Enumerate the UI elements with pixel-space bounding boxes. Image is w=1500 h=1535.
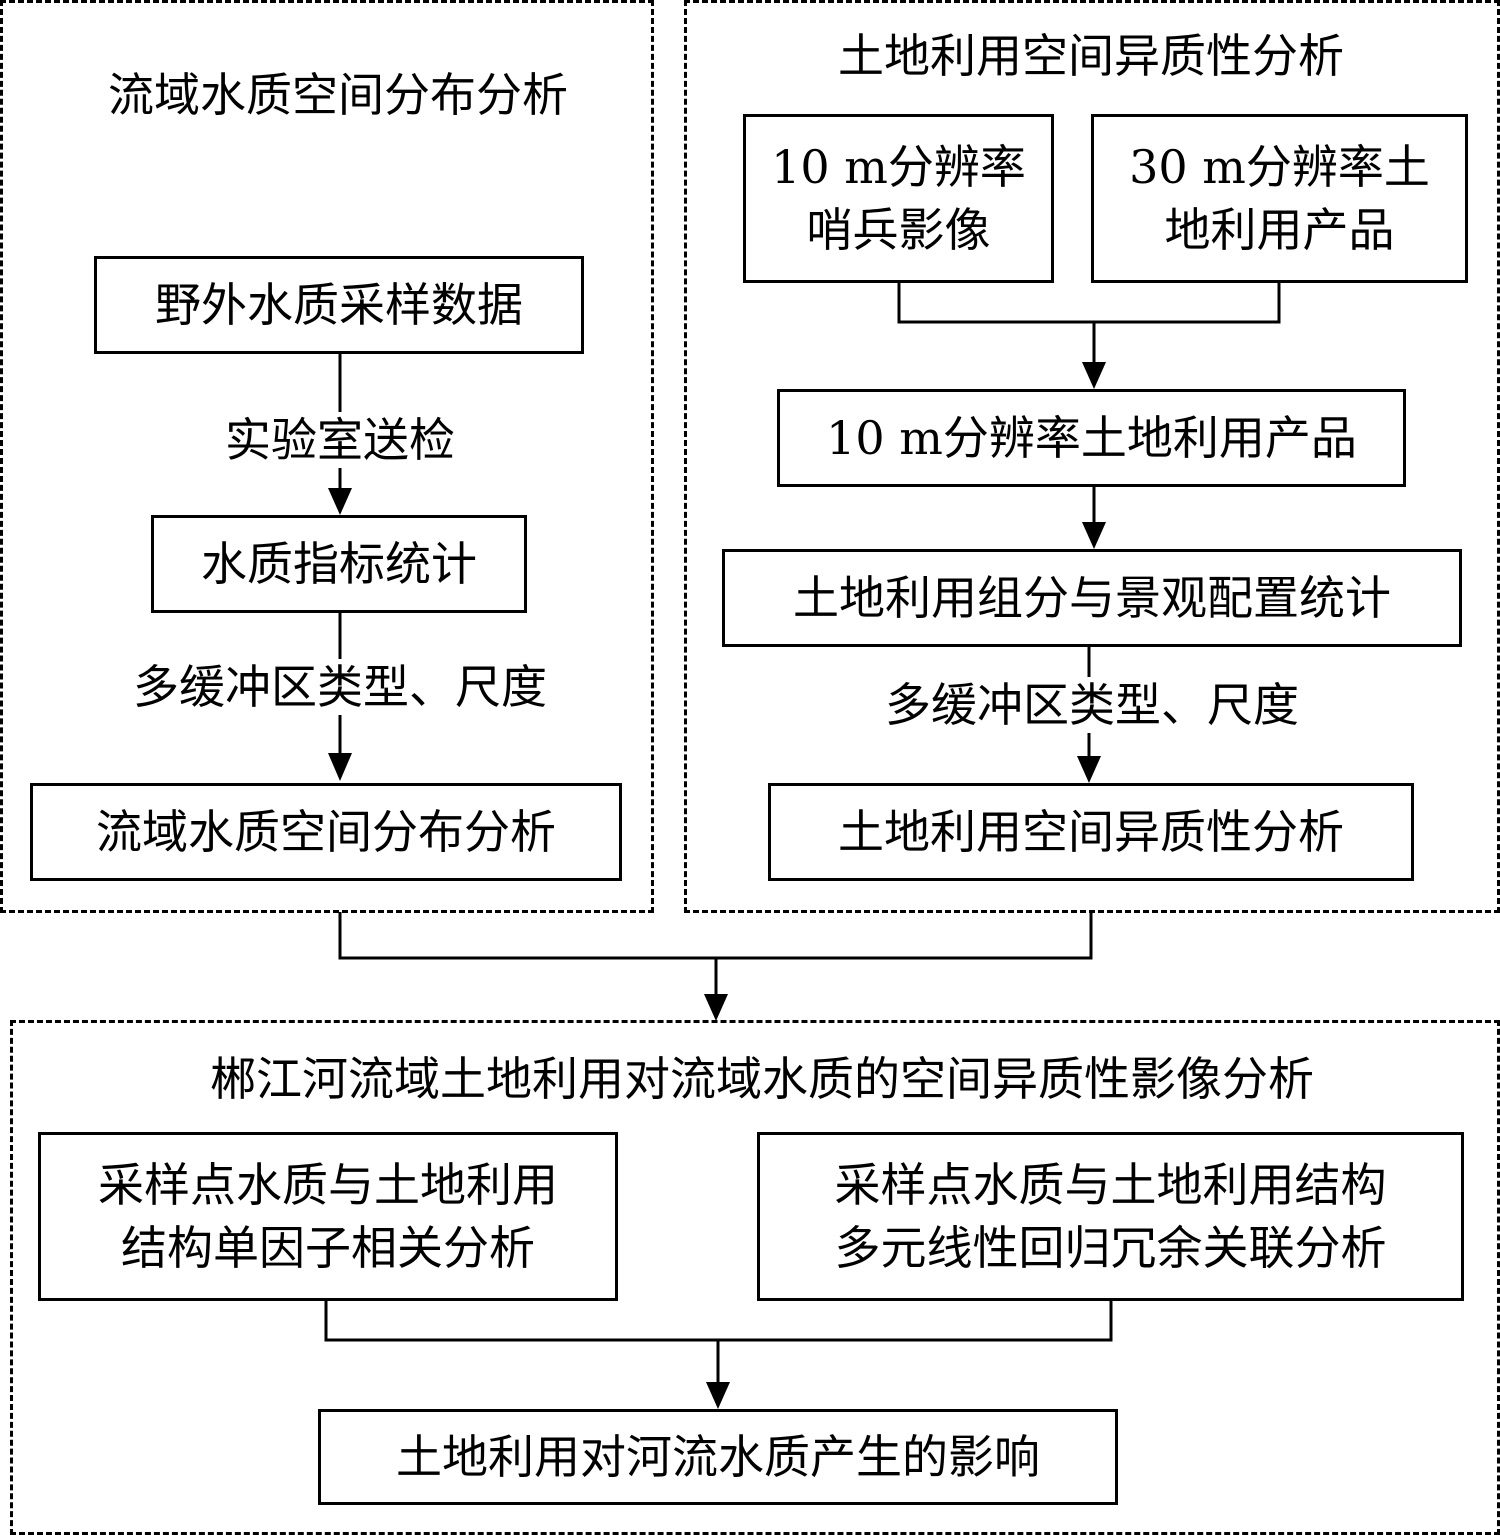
landuse-30m-box: 30 m分辨率土 地利用产品 <box>1091 114 1468 283</box>
arrowhead-to-stats <box>328 488 352 515</box>
sentinel-imagery-box: 10 m分辨率 哨兵影像 <box>743 114 1054 283</box>
landuse-impact-box: 土地利用对河流水质产生的影响 <box>318 1409 1118 1505</box>
arrowhead-to-right-result <box>1077 756 1101 783</box>
landuse-10m-product-text: 10 m分辨率土地利用产品 <box>826 410 1357 465</box>
bottom-panel <box>10 1020 1500 1535</box>
single-factor-correlation-line2: 结构单因子相关分析 <box>121 1220 535 1275</box>
landuse-heterogeneity-result-box: 土地利用空间异质性分析 <box>768 783 1414 881</box>
connector-sources-merge <box>897 283 1281 324</box>
landuse-composition-box: 土地利用组分与景观配置统计 <box>722 549 1462 647</box>
right-panel <box>684 0 1500 913</box>
landuse-heterogeneity-result-text: 土地利用空间异质性分析 <box>838 804 1344 859</box>
field-sampling-data-box: 野外水质采样数据 <box>94 256 584 354</box>
arrowhead-to-bottom-panel <box>704 994 728 1021</box>
multiple-regression-rda-line1: 采样点水质与土地利用结构 <box>834 1157 1387 1212</box>
field-sampling-data-text: 野外水质采样数据 <box>155 277 523 332</box>
single-factor-correlation-box: 采样点水质与土地利用 结构单因子相关分析 <box>38 1132 618 1301</box>
landuse-30m-line2: 地利用产品 <box>1164 202 1395 257</box>
bottom-panel-title: 郴江河流域土地利用对流域水质的空间异质性影像分析 <box>210 1052 1314 1106</box>
multiple-regression-rda-box: 采样点水质与土地利用结构 多元线性回归冗余关联分析 <box>757 1132 1464 1301</box>
water-quality-stats-text: 水质指标统计 <box>201 536 477 591</box>
left-panel <box>0 0 654 913</box>
arrowhead-to-final <box>706 1382 730 1409</box>
arrowhead-to-left-result <box>328 753 352 781</box>
left-panel-title: 流域水质空间分布分析 <box>108 68 568 122</box>
sentinel-imagery-line2: 哨兵影像 <box>806 202 991 257</box>
landuse-10m-product-box: 10 m分辨率土地利用产品 <box>777 389 1406 487</box>
landuse-impact-text: 土地利用对河流水质产生的影响 <box>396 1429 1040 1484</box>
watershed-water-quality-result-text: 流域水质空间分布分析 <box>96 804 556 859</box>
multiple-regression-rda-line2: 多元线性回归冗余关联分析 <box>834 1220 1387 1275</box>
lab-test-label: 实验室送检 <box>219 412 461 468</box>
connector-panels-merge <box>338 912 1093 960</box>
sentinel-imagery-line1: 10 m分辨率 <box>771 139 1026 194</box>
water-quality-stats-box: 水质指标统计 <box>151 515 527 613</box>
arrowhead-to-10m-product <box>1082 362 1106 389</box>
left-buffer-label: 多缓冲区类型、尺度 <box>127 659 553 715</box>
watershed-water-quality-result-box: 流域水质空间分布分析 <box>30 783 622 881</box>
landuse-composition-text: 土地利用组分与景观配置统计 <box>793 570 1391 625</box>
arrowhead-to-composition <box>1082 522 1106 549</box>
landuse-30m-line1: 30 m分辨率土 <box>1129 139 1430 194</box>
right-panel-title: 土地利用空间异质性分析 <box>838 29 1344 83</box>
single-factor-correlation-line1: 采样点水质与土地利用 <box>98 1157 558 1212</box>
right-buffer-label: 多缓冲区类型、尺度 <box>879 677 1305 733</box>
